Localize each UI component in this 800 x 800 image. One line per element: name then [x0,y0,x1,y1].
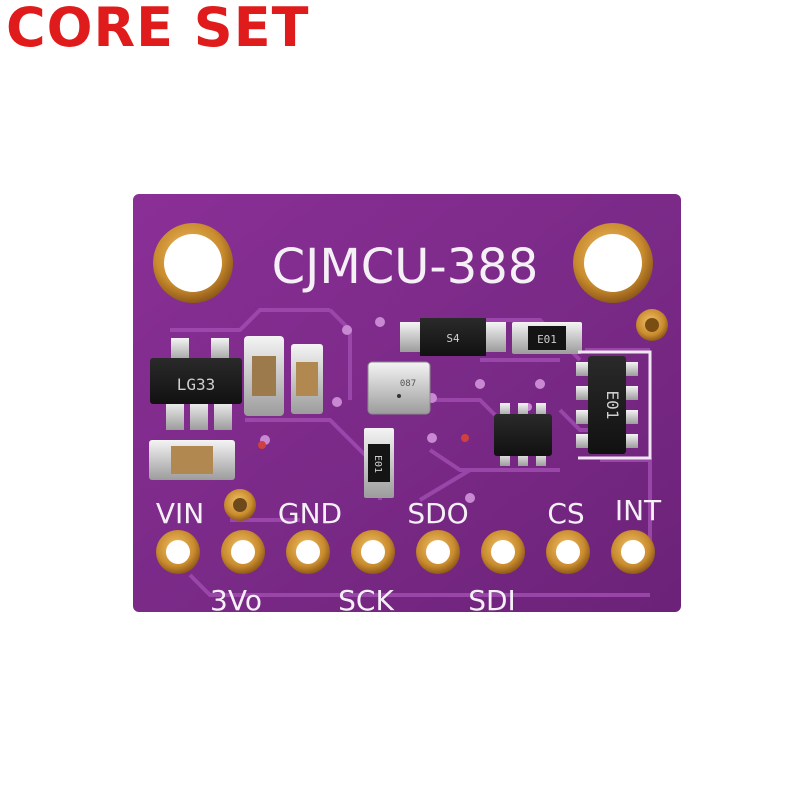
via-red-center [461,434,469,442]
resistor-top: E01 [512,322,582,354]
silk-outline [578,350,652,460]
mounting-hole-left [153,223,233,303]
header-pin [481,530,525,574]
header-pin [221,530,265,574]
resistor-left: E01 [364,428,394,498]
pin-label-sdi: SDI [468,584,516,617]
pin-label-int: INT [615,494,662,527]
pin-label-sdo: SDO [407,497,468,530]
resistor-array-marking: E01 [603,391,622,420]
sensor-marking: 087 [400,379,416,389]
regulator-marking: LG33 [177,375,216,394]
header-pin [286,530,330,574]
voltage-regulator-chip: LG33 [150,338,242,430]
header-pin [546,530,590,574]
capacitor-small [291,344,323,414]
diode-component: S4 [400,318,506,356]
mounting-hole-right [573,223,653,303]
via-red-left [258,441,266,449]
header-pin [351,530,395,574]
pin-label-vin: VIN [156,497,204,530]
resistor-left-marking: E01 [372,455,383,473]
capacitor-horizontal [149,440,235,480]
pin-label-3vo: 3Vo [210,584,262,617]
header-pin [611,530,655,574]
logic-chip [494,403,552,466]
board-title: CJMCU-388 [272,239,539,295]
capacitor-tall [244,336,284,416]
header-pin [156,530,200,574]
header-pins [156,530,655,574]
diode-marking: S4 [446,332,460,345]
resistor-top-marking: E01 [537,333,557,346]
header-pin [416,530,460,574]
brand-logo-text: CORE SET [6,0,310,59]
pressure-sensor-chip: 087 [367,361,431,415]
pcb-traces [170,308,652,597]
resistor-array: E01 [576,356,638,454]
pin-label-gnd: GND [278,497,342,530]
pin-label-cs: CS [547,497,584,530]
pin-label-sck: SCK [338,584,394,617]
